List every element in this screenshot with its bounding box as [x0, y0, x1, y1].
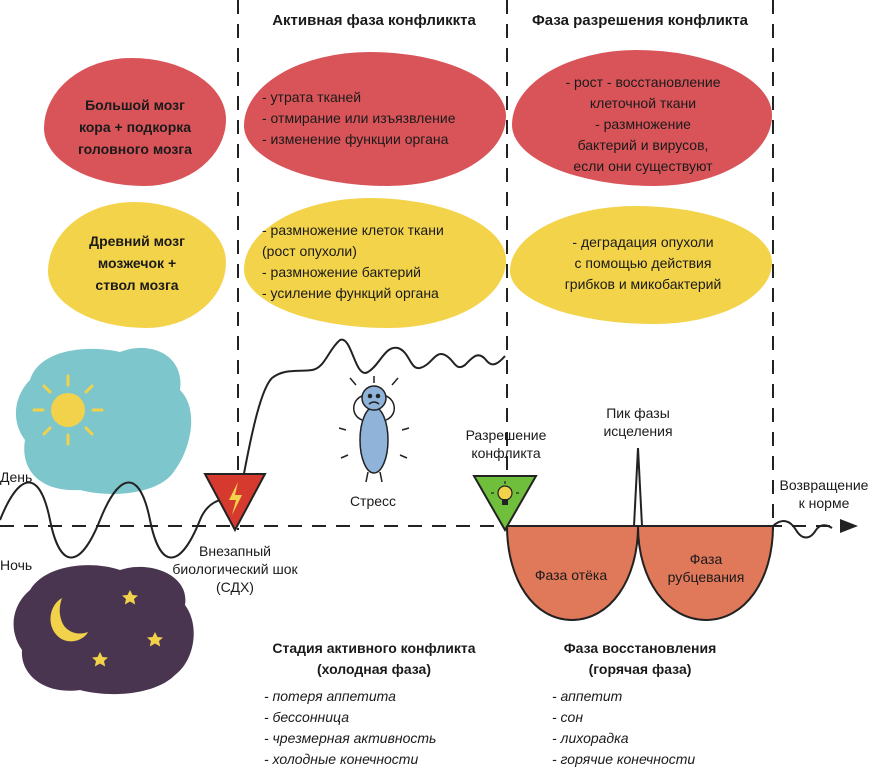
stress-curve	[239, 338, 506, 496]
row1-resolution-blob	[512, 50, 772, 186]
lightbulb-icon	[491, 481, 519, 505]
row1-active-blob	[244, 52, 506, 186]
star-icon	[92, 590, 163, 667]
scarring-bowl	[636, 525, 775, 622]
row2-resolution-blob	[510, 206, 772, 324]
stress-label: Стресс	[349, 493, 397, 509]
lightning-icon	[229, 482, 242, 515]
header-resolution-phase: Фаза разрешения конфликта	[531, 12, 749, 29]
row2-brain-blob	[48, 202, 226, 328]
recovery-stage-title: Фаза восстановления(горячая фаза)	[563, 640, 717, 677]
recovery-symptoms-list: - аппетит- сон- лихорадка- горячие конеч…	[552, 688, 696, 767]
day-night-wave	[0, 481, 241, 559]
stressed-figure-icon	[338, 376, 410, 483]
row1-active-list: - утрата тканей- отмирание или изъязвлен…	[262, 89, 456, 147]
active-stage-title: Стадия активного конфликта(холодная фаза…	[272, 640, 476, 677]
header-active-phase: Активная фаза конфликкта	[272, 12, 476, 29]
healing-peak	[633, 447, 643, 527]
edema-label: Фаза отёка	[534, 567, 608, 583]
row2-active-list: - размножение клеток ткани(рост опухоли)…	[262, 222, 444, 301]
row1-brain-blob	[44, 58, 226, 186]
day-label: День	[0, 469, 33, 485]
day-cloud	[15, 347, 192, 494]
row2-active-blob	[244, 198, 506, 328]
edema-bowl	[505, 525, 640, 622]
shock-triangle	[203, 473, 267, 533]
moon-icon	[50, 598, 88, 642]
sun-icon	[32, 374, 104, 446]
arrow-right-icon	[840, 519, 858, 533]
active-symptoms-list: - потеря аппетита- бессонница- чрезмерна…	[264, 688, 437, 767]
return-wave	[772, 520, 833, 539]
night-cloud	[13, 565, 194, 695]
night-label: Ночь	[0, 557, 33, 573]
